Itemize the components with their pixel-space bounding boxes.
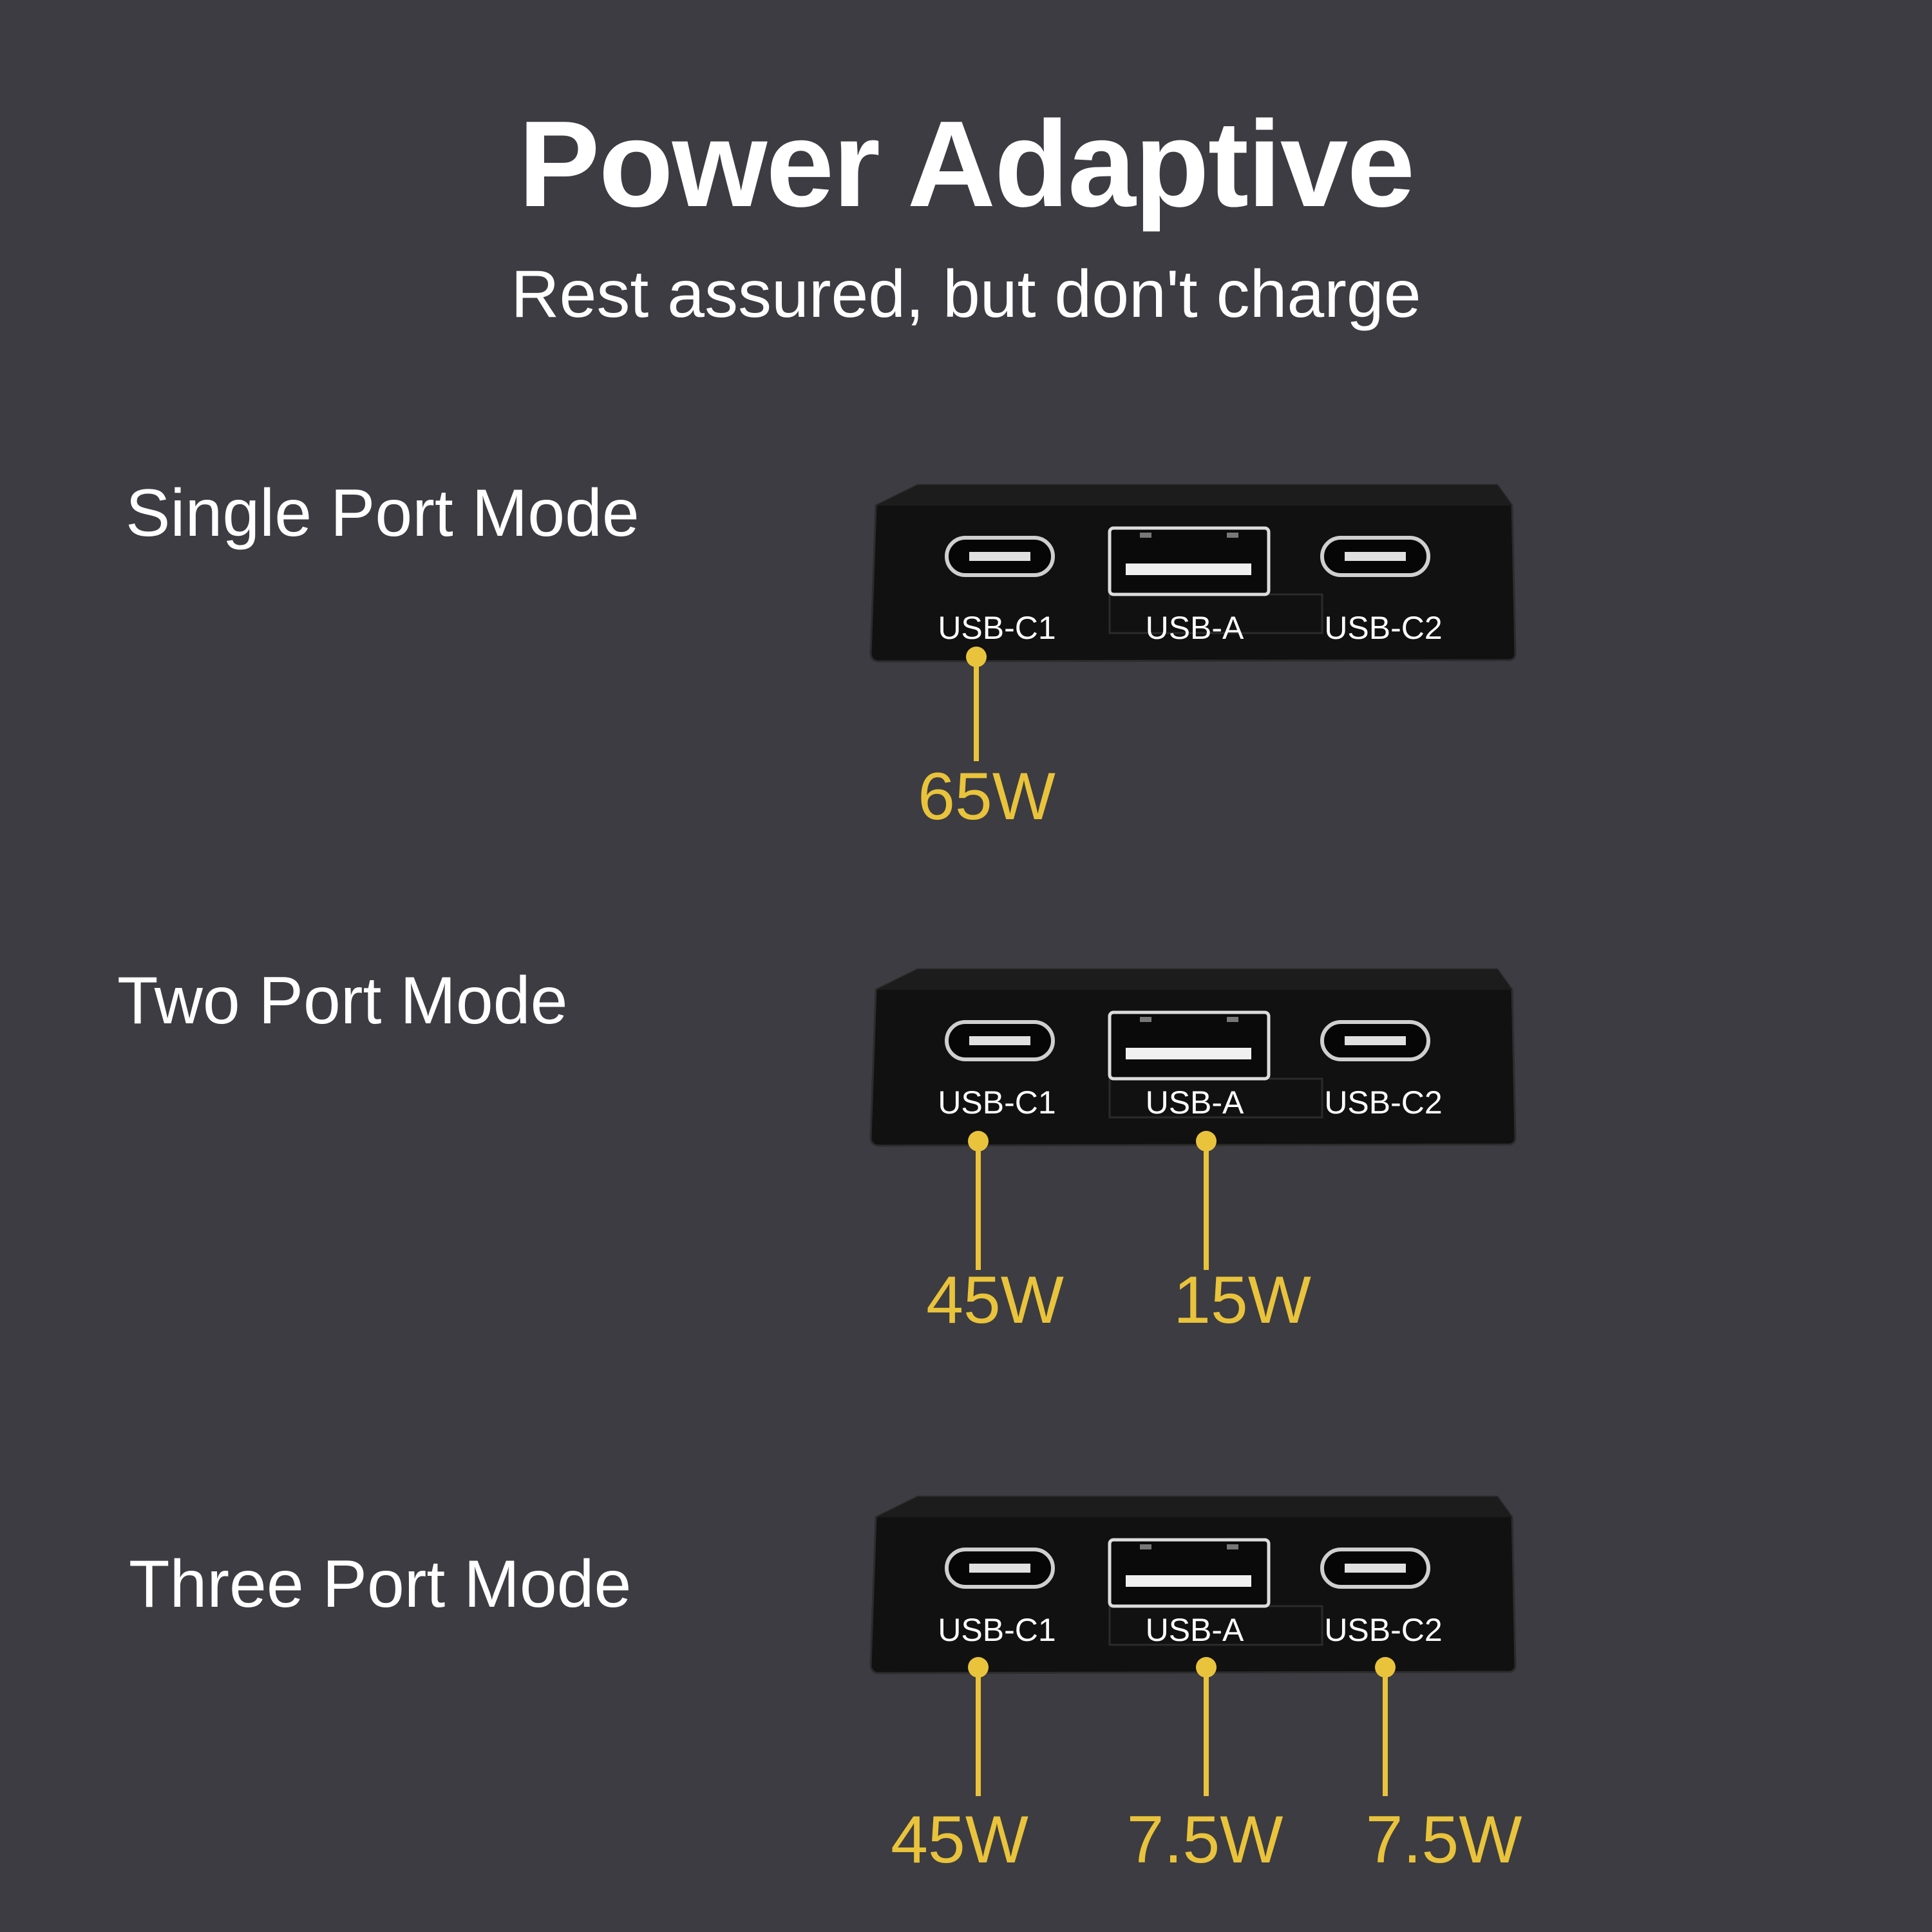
power-bank-image: USB-C1 USB-A USB-C2	[866, 964, 1517, 1157]
callout-line	[1383, 1667, 1388, 1796]
port-label-usb-a: USB-A	[1145, 1612, 1244, 1648]
port-label-usb-a: USB-A	[1145, 1084, 1244, 1121]
page-title: Power Adaptive	[518, 96, 1415, 232]
mode-label-two: Two Port Mode	[117, 963, 568, 1038]
callout-line	[1204, 1667, 1209, 1796]
port-label-usb-c2: USB-C2	[1324, 1612, 1443, 1648]
page-subtitle: Rest assured, but don't charge	[511, 257, 1421, 332]
port-label-usb-c2: USB-C2	[1324, 1084, 1443, 1121]
callout-line	[974, 657, 979, 761]
watt-three-usb-c1: 45W	[891, 1803, 1028, 1877]
power-bank-image: USB-C1 USB-A USB-C2	[866, 480, 1517, 673]
port-label-usb-c1: USB-C1	[938, 1612, 1056, 1648]
watt-two-usb-c1: 45W	[926, 1263, 1064, 1338]
watt-three-usb-c2: 7.5W	[1365, 1803, 1522, 1877]
port-label-usb-c1: USB-C1	[938, 610, 1056, 646]
port-label-usb-c1: USB-C1	[938, 1084, 1056, 1121]
callout-line	[976, 1667, 981, 1796]
mode-label-single: Single Port Mode	[126, 476, 639, 551]
watt-two-usb-a: 15W	[1173, 1263, 1311, 1338]
callout-line	[976, 1141, 981, 1270]
watt-three-usb-a: 7.5W	[1126, 1803, 1283, 1877]
port-label-usb-c2: USB-C2	[1324, 610, 1443, 646]
watt-single-usb-c1: 65W	[918, 759, 1056, 834]
port-label-usb-a: USB-A	[1145, 610, 1244, 646]
power-bank-image: USB-C1 USB-A USB-C2	[866, 1492, 1517, 1685]
callout-line	[1204, 1141, 1209, 1270]
mode-label-three: Three Port Mode	[129, 1547, 632, 1622]
